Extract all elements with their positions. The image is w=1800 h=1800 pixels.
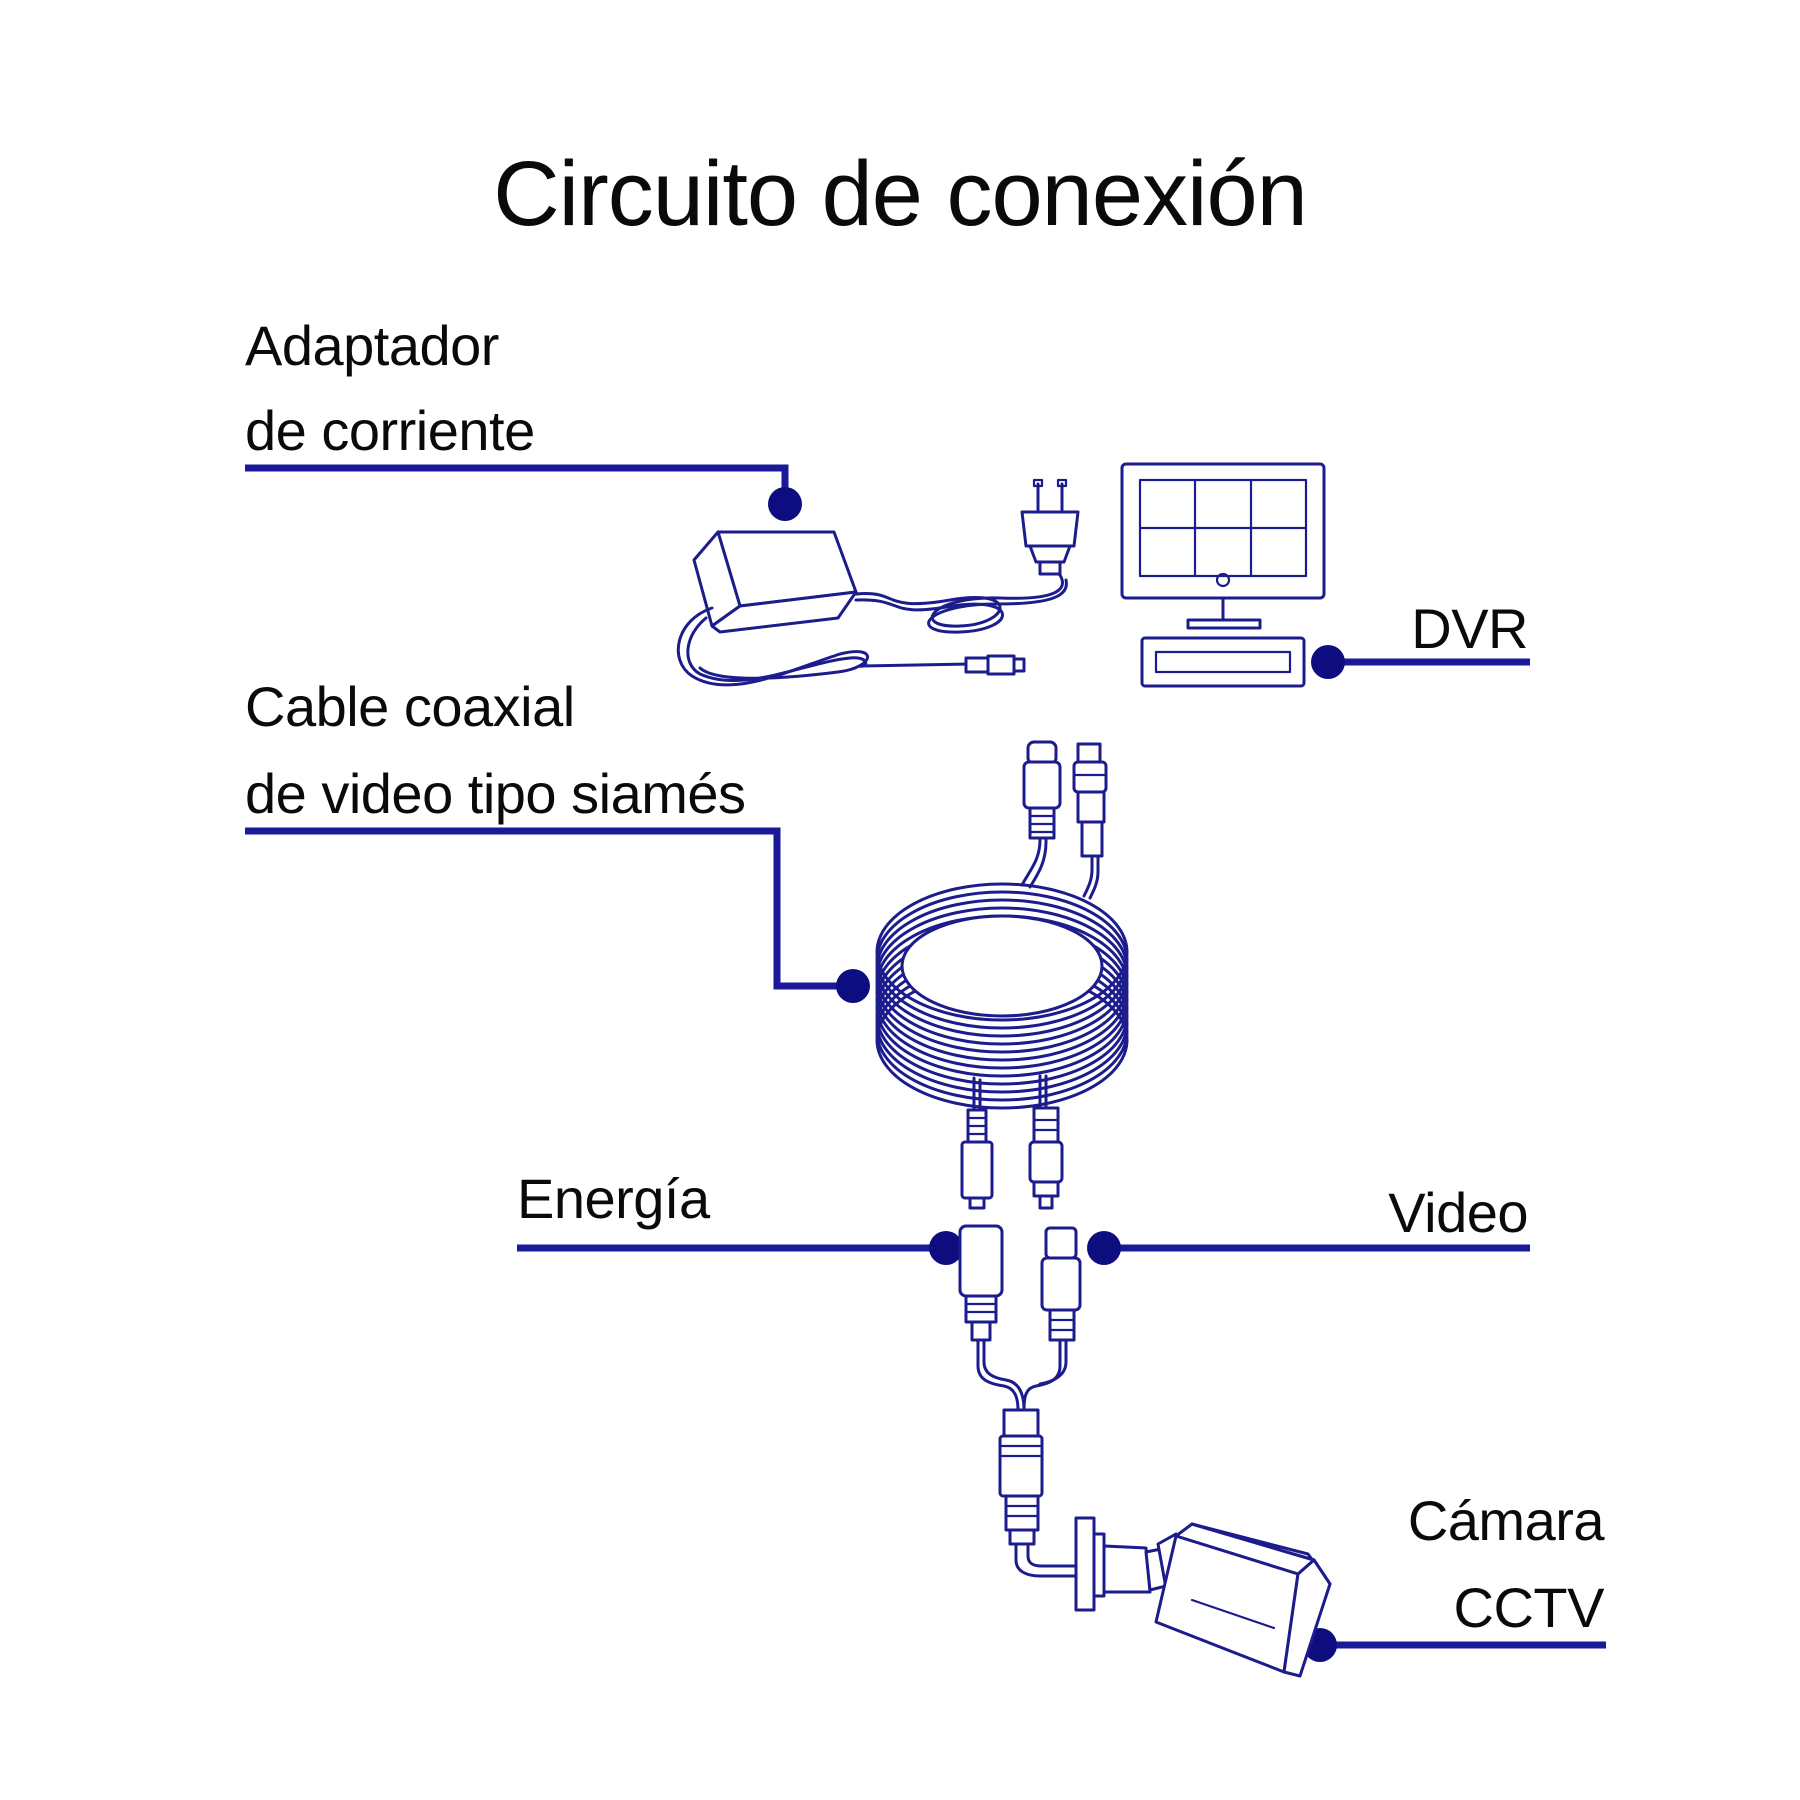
power-adapter-illustration xyxy=(676,478,1080,687)
label-cable-line-1: Cable coaxial xyxy=(245,675,575,738)
leader-dvr xyxy=(1311,645,1530,679)
monitor-icon xyxy=(1120,462,1326,630)
leader-cable xyxy=(245,827,870,1003)
label-energy: Energía xyxy=(517,1167,711,1230)
label-adapter-line-2: de corriente xyxy=(245,399,535,462)
recorder-box-icon xyxy=(1140,636,1306,688)
label-camera-line-2: CCTV xyxy=(1454,1576,1606,1639)
label-cable: Cable coaxial de video tipo siamés xyxy=(245,675,746,825)
dvr-illustration xyxy=(1120,462,1326,688)
camera-pigtail-illustration xyxy=(958,1224,1082,1578)
leader-video xyxy=(1087,1231,1530,1265)
cctv-camera-illustration xyxy=(1074,1516,1332,1678)
leader-adapter xyxy=(245,464,802,521)
power-jack-female xyxy=(958,1224,1004,1342)
label-dvr: DVR xyxy=(1411,597,1528,660)
label-camera-line-1: Cámara xyxy=(1408,1489,1606,1552)
dc-plug xyxy=(964,654,1026,676)
label-video: Video xyxy=(1388,1181,1528,1244)
leader-energy xyxy=(517,1231,963,1265)
bnc-connector-top xyxy=(1072,742,1108,858)
label-adapter: Adaptador de corriente xyxy=(245,314,535,462)
bnc-jack-female xyxy=(1040,1226,1082,1342)
bnc-plug-bottom xyxy=(1028,1106,1064,1210)
diagram-title: Circuito de conexión xyxy=(493,143,1307,245)
mains-plug xyxy=(1020,478,1080,576)
cable-coil-rings xyxy=(875,882,1129,1110)
label-adapter-line-1: Adaptador xyxy=(245,314,499,377)
power-connector-top xyxy=(1022,740,1062,840)
label-camera: Cámara CCTV xyxy=(1408,1489,1606,1639)
label-cable-line-2: de video tipo siamés xyxy=(245,762,746,825)
coaxial-cable-coil-illustration xyxy=(875,740,1129,1210)
dc-plug-bottom xyxy=(960,1108,994,1210)
